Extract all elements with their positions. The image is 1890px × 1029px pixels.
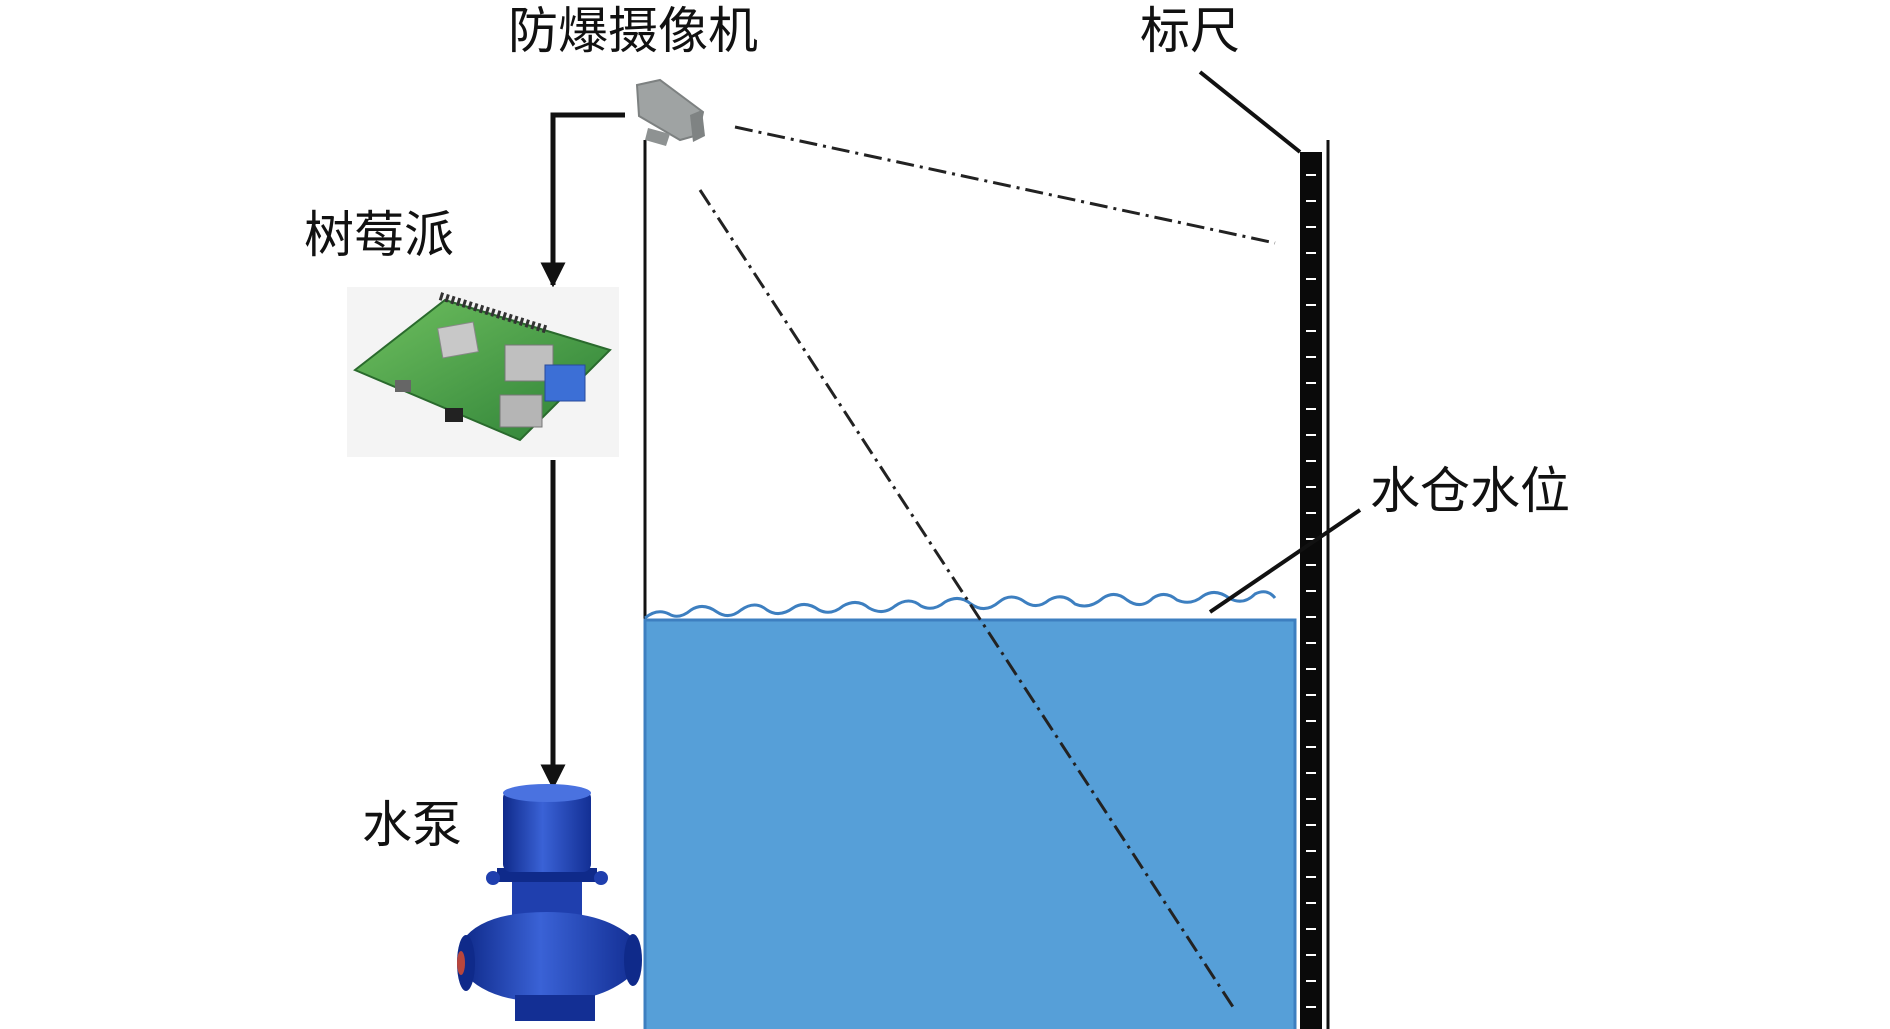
water-tank: [643, 140, 1297, 1029]
water-surface-waves: [644, 590, 1277, 620]
scale-ruler: [1300, 140, 1330, 1029]
water-pump-icon: [457, 784, 642, 1021]
scale-ruler-label: 标尺: [1140, 2, 1240, 60]
explosion-proof-camera-icon: [635, 78, 705, 146]
raspberry-pi-label: 树莓派: [304, 206, 454, 264]
water-pump-label: 水泵: [362, 796, 462, 854]
camera-label: 防爆摄像机: [508, 2, 758, 60]
tank-water-body: [643, 618, 1297, 1029]
water-level-leader-line: [1208, 508, 1362, 614]
camera-view-line-upper: [734, 125, 1276, 245]
ruler-ticks: [1306, 174, 1316, 1008]
water-level-label: 水仓水位: [1370, 462, 1570, 520]
camera-to-pi-arrow: [540, 112, 625, 288]
raspberry-pi-board-icon: [347, 287, 619, 457]
ruler-leader-line: [1198, 70, 1302, 154]
